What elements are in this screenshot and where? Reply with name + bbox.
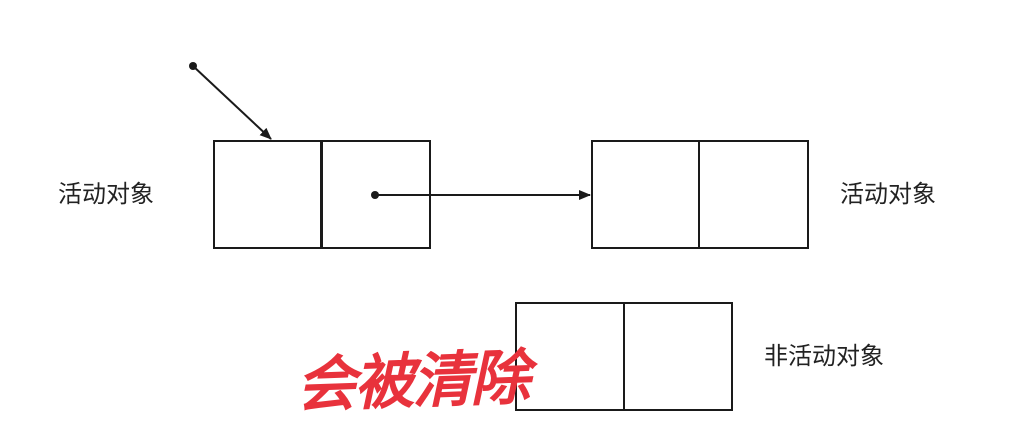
- active-object-right-label: 活动对象: [840, 180, 936, 208]
- inactive-object-cell-1: [515, 302, 626, 411]
- will-be-cleared-stamp: 会被清除: [294, 342, 530, 422]
- active-object-right-cell-1: [591, 140, 701, 249]
- root-pointer-arrow: [192, 65, 272, 140]
- root-pointer: [189, 62, 272, 140]
- active-object-left-label: 活动对象: [58, 180, 154, 208]
- active-object-left-cell-2: [320, 140, 431, 249]
- active-object-right-cell-2: [698, 140, 809, 249]
- object-reference: [371, 190, 591, 200]
- active-object-left-cell-1: [213, 140, 323, 249]
- inactive-object-label: 非活动对象: [764, 342, 884, 370]
- inactive-object-cell-2: [623, 302, 733, 411]
